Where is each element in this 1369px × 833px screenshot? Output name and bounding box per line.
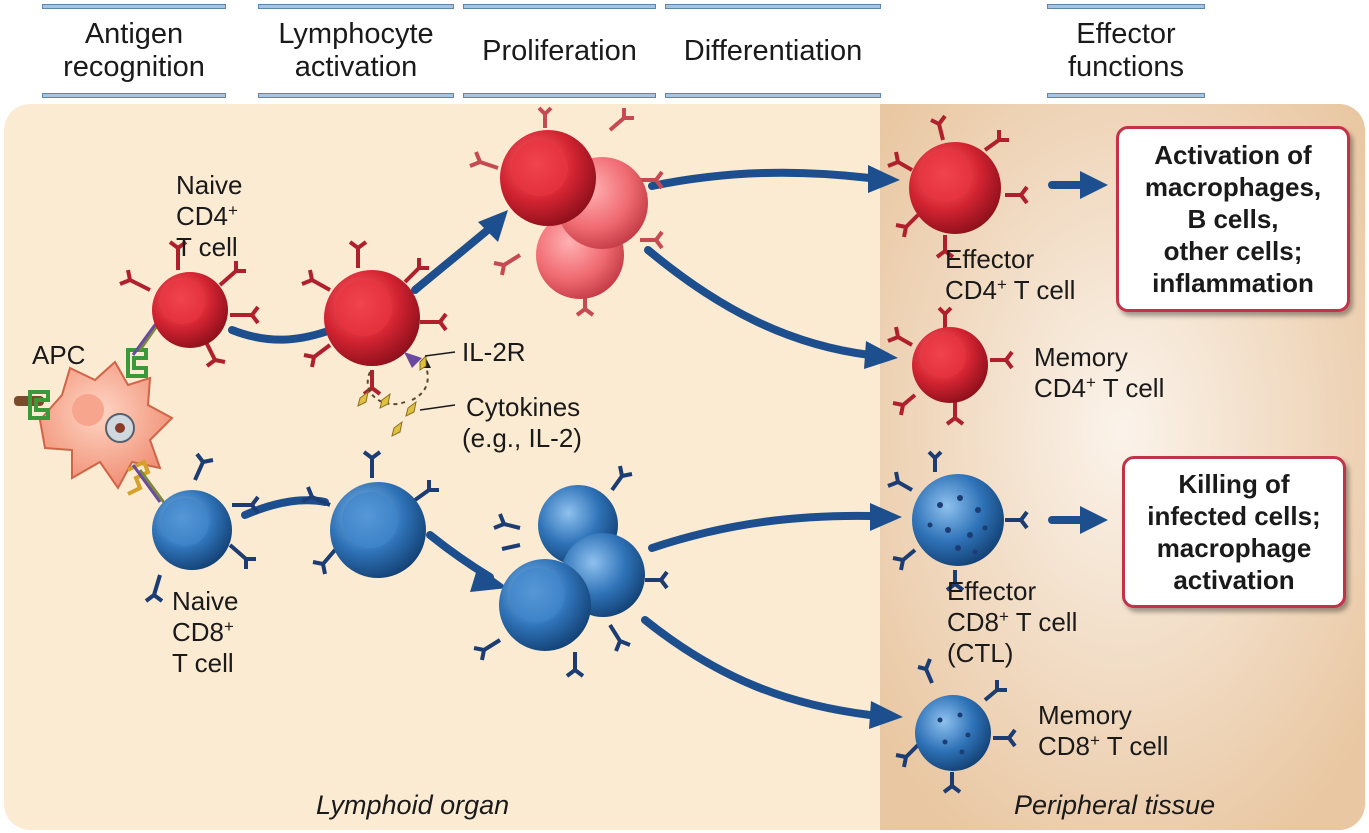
- arrow-cd8-to-effector: [648, 511, 874, 552]
- memory-cd8-cell: [895, 658, 1017, 794]
- label-naive-cd8: Naive CD8+ T cell: [172, 586, 239, 678]
- effector-cd8-cell: [887, 450, 1029, 592]
- arrow-cd4-to-memory: [644, 246, 874, 359]
- activated-cd8-cell: [301, 450, 439, 578]
- activated-cd4-cell: [301, 240, 456, 437]
- label-cytokines: Cytokines (e.g., IL-2): [462, 392, 582, 453]
- header-proliferation: Proliferation: [463, 4, 656, 98]
- apc-cell: [14, 348, 174, 496]
- arrow-naive-cd4-to-activated: [228, 326, 329, 344]
- header-lymphocyte-activation: Lymphocyte activation: [258, 4, 454, 98]
- effector-cd4-cell: [887, 114, 1029, 259]
- naive-cd8-cell: [144, 452, 260, 603]
- label-memory-cd4: Memory CD4+ T cell: [1034, 342, 1165, 403]
- header-effector-functions: Effector functions: [1047, 4, 1205, 98]
- region-label-lymphoid-organ: Lymphoid organ: [316, 790, 510, 820]
- label-memory-cd8: Memory CD8+ T cell: [1038, 700, 1169, 761]
- arrowhead-cd4-effector: [868, 165, 900, 193]
- label-effector-cd8: Effector CD8+ T cell (CTL): [947, 576, 1078, 668]
- proliferating-cd8-cells: [473, 465, 669, 678]
- label-effector-cd4: Effector CD4+ T cell: [945, 244, 1076, 305]
- label-il2r: IL-2R: [462, 337, 526, 367]
- header-differentiation: Differentiation: [665, 4, 881, 98]
- region-label-peripheral-tissue: Peripheral tissue: [1014, 790, 1216, 820]
- label-apc: APC: [32, 340, 86, 370]
- header-antigen-recognition: Antigen recognition: [42, 4, 226, 98]
- proliferating-cd4-cells: [469, 106, 664, 317]
- arrow-cd4-to-effector: [648, 168, 874, 190]
- arrow-activated-cd4-to-proliferation: [411, 224, 494, 294]
- arrow-cd8-to-memory: [641, 616, 874, 719]
- arrowhead-effector-cd8-box: [1080, 506, 1108, 534]
- arrowhead-cd4-memory: [864, 341, 898, 369]
- arrowhead-activated-cd8: [470, 566, 508, 592]
- naive-cd4-cell: [119, 240, 260, 368]
- label-naive-cd4: Naive CD4+ T cell: [176, 170, 243, 262]
- cd8-function-box: Killing of infected cells; macrophage ac…: [1122, 456, 1346, 608]
- arrowhead-cd8-effector: [870, 503, 902, 531]
- arrowhead-effector-cd4-box: [1080, 171, 1108, 199]
- il2r-receptor: [404, 352, 422, 368]
- memory-cd4-cell: [887, 306, 1014, 426]
- cytokine-icon: [357, 390, 369, 407]
- arrowhead-activated-cd4: [478, 210, 508, 242]
- arrowhead-cd8-memory: [869, 701, 903, 729]
- cd4-function-box: Activation of macrophages, B cells, othe…: [1116, 126, 1350, 312]
